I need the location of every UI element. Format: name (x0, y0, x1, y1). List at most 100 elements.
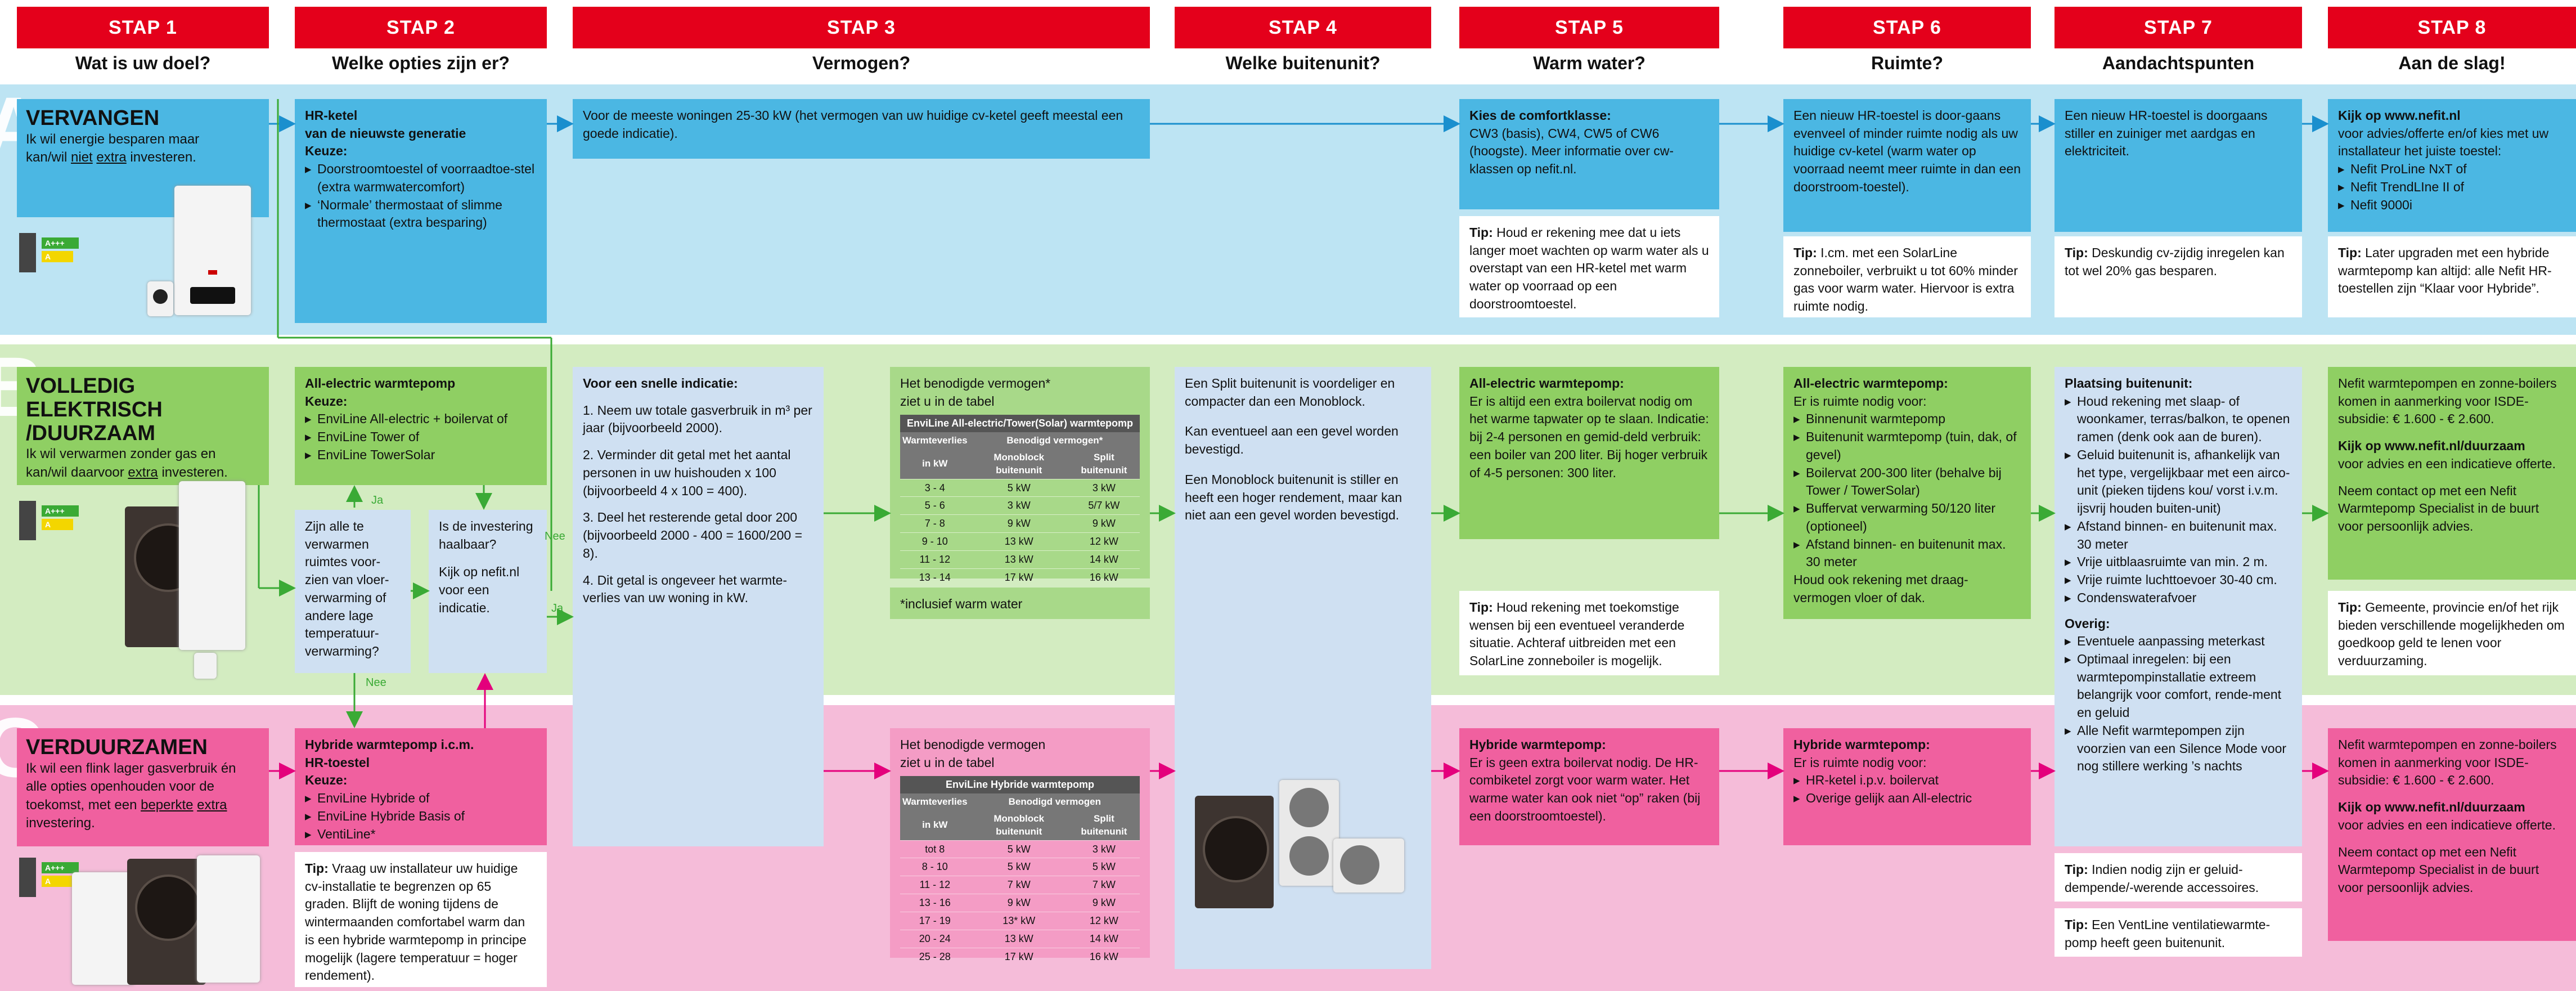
row-c-step8-box: Nefit warmtepompen en zonne-boilers kome… (2328, 728, 2576, 941)
step-2-header: STAP 2 (295, 7, 547, 48)
row-c-step5-box: Hybride warmtepomp: Er is geen extra boi… (1459, 728, 1719, 845)
list-item: Eventuele aanpassing meterkast (2065, 633, 2292, 651)
row-c-capacity-box: Het benodigde vermogen ziet u in de tabe… (890, 728, 1150, 966)
step-5-header: STAP 5 (1459, 7, 1719, 48)
list-item: Afstand binnen- en buitenunit max. 30 me… (1793, 536, 2021, 571)
list-item: Binnenunit warmtepomp (1793, 410, 2021, 428)
step-1-question: Wat is uw doel? (75, 53, 211, 73)
list-item: Overige gelijk aan All-electric (1793, 790, 2021, 808)
row-c-step7-tip-2: Tip: Een VentLine ventilatiewarmte-pomp … (2054, 908, 2302, 957)
step-6-question: Ruimte? (1871, 53, 1943, 73)
row-a-step2-box: HR-ketel van de nieuwste generatie Keuze… (295, 99, 547, 323)
list-item: Houd rekening met slaap- of woonkamer, t… (2065, 393, 2292, 446)
step-5-question: Warm water? (1533, 53, 1646, 73)
list-item: EnviLine All-electric + boilervat of (305, 410, 537, 428)
row-b-step8-tip: Tip: Gemeente, provincie en/of het rijk … (2328, 591, 2576, 675)
split-unit-image (1279, 780, 1339, 886)
row-c-step2-tip: Tip: Vraag uw installateur uw huidige cv… (295, 852, 547, 987)
flow-label-nee: Nee (545, 530, 565, 542)
row-a-subtitle: Ik wil energie besparen maar kan/wil nie… (26, 131, 200, 165)
step-8-question: Aan de slag! (2398, 53, 2506, 73)
quick-indication-box: Voor een snelle indicatie: 1. Neem uw to… (573, 367, 824, 846)
list-item: Afstand binnen- en buitenunit max. 30 me… (2065, 518, 2292, 553)
step-2-question: Welke opties zijn er? (332, 53, 510, 73)
list-item: Optimaal inregelen: bij een warmtepompin… (2065, 651, 2292, 722)
row-c-title: VERDUURZAMEN (26, 736, 208, 759)
row-a-step6-tip: Tip: I.cm. met een SolarLine zonneboiler… (1783, 236, 2031, 317)
energy-label-a: A+++ A (19, 233, 87, 272)
row-b-title: VOLLEDIG ELEKTRISCH/DUURZAAM (26, 374, 163, 445)
row-b-step6-box: All-electric warmtepomp: Er is ruimte no… (1783, 367, 2031, 619)
row-a-step7-box: Een nieuw HR-toestel is doorgaans stille… (2054, 99, 2302, 232)
list-item: EnviLine Tower of (305, 428, 537, 446)
row-b-capacity-table: EnviLine All-electric/Tower(Solar) warmt… (900, 415, 1140, 586)
row-c-step7-tip-1: Tip: Indien nodig zijn er geluid-dempend… (2054, 853, 2302, 902)
row-c-step2-box: Hybride warmtepomp i.c.m. HR-toestel Keu… (295, 728, 547, 845)
row-a-title: VERVANGEN (26, 106, 160, 130)
list-item: Doorstroomtoestel of voorraadtoe-stel (e… (305, 160, 537, 196)
row-c-subtitle: Ik wil een flink lager gasverbruik én al… (26, 760, 236, 831)
row-a-step7-tip: Tip: Deskundig cv-zijdig inregelen kan t… (2054, 236, 2302, 317)
list-item: Nefit TrendLIne II of (2338, 178, 2566, 196)
step-7-question: Aandachtspunten (2102, 53, 2255, 73)
row-b-step5-tip: Tip: Houd rekening met toekomstige wense… (1459, 591, 1719, 675)
row-b-step8-box: Nefit warmtepompen en zonne-boilers kome… (2328, 367, 2576, 580)
step-8-header: STAP 8 (2328, 7, 2576, 48)
hr-boiler-image (174, 186, 251, 315)
list-item: Nefit 9000i (2338, 196, 2566, 214)
row-a-step8-box: Kijk op www.nefit.nl voor advies/offerte… (2328, 99, 2576, 232)
row-c-goal-box: VERDUURZAMEN Ik wil een flink lager gasv… (17, 728, 269, 846)
row-a-step5-tip: Tip: Houd er rekening mee dat u iets lan… (1459, 216, 1719, 317)
list-item: HR-ketel i.p.v. boilervat (1793, 772, 2021, 790)
outdoor-placement-box: Plaatsing buitenunit: Houd rekening met … (2054, 367, 2302, 846)
step-4-header: STAP 4 (1175, 7, 1431, 48)
thermostat-image (147, 281, 173, 316)
thermostat-image (194, 653, 217, 679)
investment-question: Is de investering haalbaar? Kijk op nefi… (429, 510, 547, 673)
list-item: Vrije ruimte luchttoevoer 30-40 cm. (2065, 571, 2292, 589)
row-b-table-note: *inclusief warm water (890, 588, 1150, 619)
row-a-step6-box: Een nieuw HR-toestel is door-gaans evenv… (1783, 99, 2031, 232)
row-c-capacity-table: EnviLine Hybride warmtepomp Warmteverlie… (900, 776, 1140, 966)
list-item: Nefit ProLine NxT of (2338, 160, 2566, 178)
list-item: EnviLine TowerSolar (305, 446, 537, 464)
list-item: ‘Normale’ thermostaat of slimme thermost… (305, 196, 537, 232)
list-item: Condenswaterafvoer (2065, 589, 2292, 607)
list-item: EnviLine Hybride Basis of (305, 808, 537, 826)
hybrid-heatpump-image (127, 859, 206, 985)
list-item: Alle Nefit warmtepompen zijn voorzien va… (2065, 722, 2292, 775)
floor-heating-question: Zijn alle te verwarmen ruimtes voor-zien… (295, 510, 411, 673)
row-c-step6-box: Hybride warmtepomp: Er is ruimte nodig v… (1783, 728, 2031, 845)
flow-label-nee-2: Nee (366, 676, 386, 689)
row-b-subtitle: Ik wil verwarmen zonder gas en kan/wil d… (26, 446, 228, 480)
step-3-question: Vermogen? (812, 53, 911, 73)
list-item: Buitenunit warmtepomp (tuin, dak, of gev… (1793, 428, 2021, 464)
list-item: Boilervat 200-300 liter (behalve bij Tow… (1793, 464, 2021, 500)
row-b-step2-box: All-electric warmtepomp Keuze: EnviLine … (295, 367, 547, 485)
step-6-header: STAP 6 (1783, 7, 2031, 48)
list-item: Geluid buitenunit is, afhankelijk van he… (2065, 446, 2292, 518)
list-item: Vrije uitblaasruimte van min. 2 m. (2065, 553, 2292, 571)
row-b-step5-box: All-electric warmtepomp: Er is altijd ee… (1459, 367, 1719, 539)
row-b-goal-box: VOLLEDIG ELEKTRISCH/DUURZAAM Ik wil verw… (17, 367, 269, 485)
hybrid-boiler-2-image (197, 855, 260, 983)
list-item: EnviLine Hybride of (305, 790, 537, 808)
flow-label-ja: Ja (371, 494, 384, 506)
split-unit-small-image (1333, 838, 1404, 893)
list-item: Buffervat verwarming 50/120 liter (optio… (1793, 500, 2021, 535)
heatpump-indoor-image (179, 481, 245, 650)
row-a-step3-box: Voor de meeste woningen 25-30 kW (het ve… (573, 99, 1150, 159)
row-a-step8-tip: Tip: Later upgraden met een hybride warm… (2328, 236, 2576, 317)
